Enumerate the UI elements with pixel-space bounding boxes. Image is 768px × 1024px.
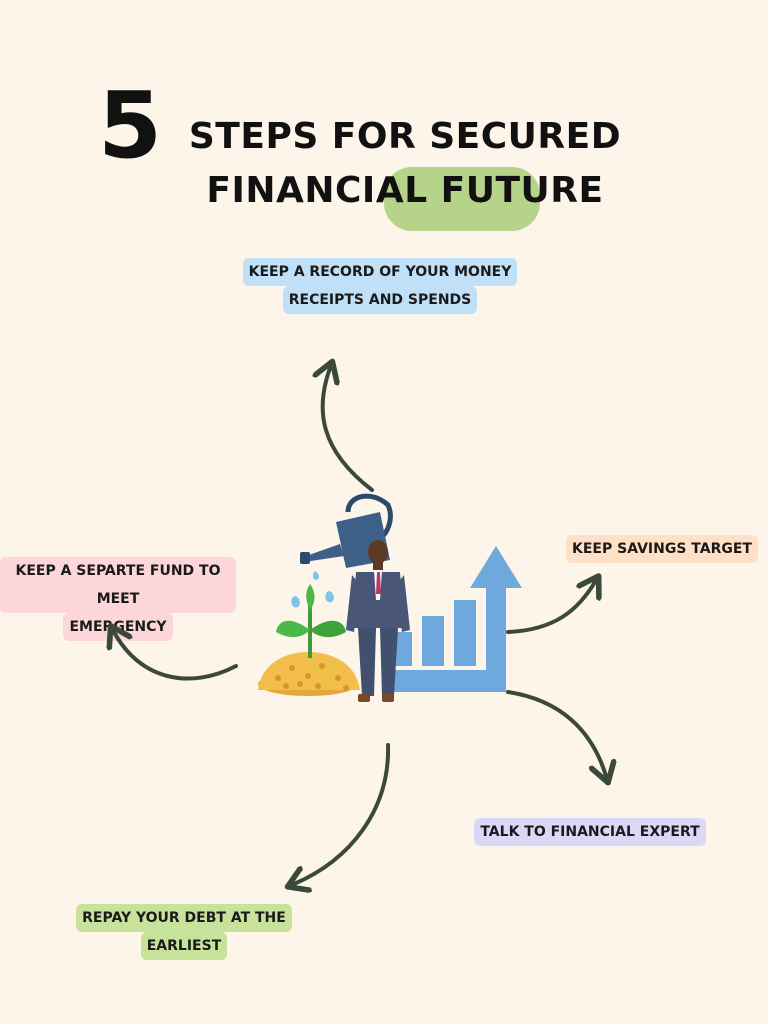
step-savings-target: KEEP SAVINGS TARGET	[562, 535, 762, 563]
step-emergency-fund: KEEP A SEPARTE FUND TO MEET EMERGENCY	[0, 557, 236, 641]
arrow-to-record	[323, 368, 374, 492]
step-financial-expert-line1: TALK TO FINANCIAL EXPERT	[474, 818, 706, 846]
arrow-to-emergency	[114, 632, 238, 681]
step-repay-debt-line1: REPAY YOUR DEBT AT THE	[76, 904, 292, 932]
businessman-icon	[346, 540, 410, 702]
arrow-to-savings	[506, 582, 595, 634]
step-financial-expert: TALK TO FINANCIAL EXPERT	[472, 818, 708, 846]
title-highlight	[384, 167, 540, 231]
plant-sprout-icon	[276, 571, 346, 658]
arrow-to-expert	[506, 690, 606, 776]
step-count-number: 5	[98, 72, 162, 179]
title-line-1: STEPS FOR SECURED	[188, 116, 622, 157]
title-line-2: FINANCIAL FUTURE	[206, 170, 604, 211]
step-emergency-fund-line1: KEEP A SEPARTE FUND TO MEET	[0, 557, 236, 613]
step-record-money-line2: RECEIPTS AND SPENDS	[282, 286, 478, 314]
step-savings-target-line1: KEEP SAVINGS TARGET	[566, 535, 758, 563]
step-record-money: KEEP A RECORD OF YOUR MONEY RECEIPTS AND…	[240, 258, 520, 314]
coin-pile-icon	[258, 652, 360, 696]
arrow-to-repay	[294, 743, 391, 884]
step-record-money-line1: KEEP A RECORD OF YOUR MONEY	[242, 258, 518, 286]
growth-chart-icon	[388, 546, 522, 692]
page-title: STEPS FOR SECURED FINANCIAL FUTURE	[185, 110, 625, 218]
step-repay-debt: REPAY YOUR DEBT AT THE EARLIEST	[74, 904, 294, 960]
step-repay-debt-line2: EARLIEST	[140, 932, 228, 960]
